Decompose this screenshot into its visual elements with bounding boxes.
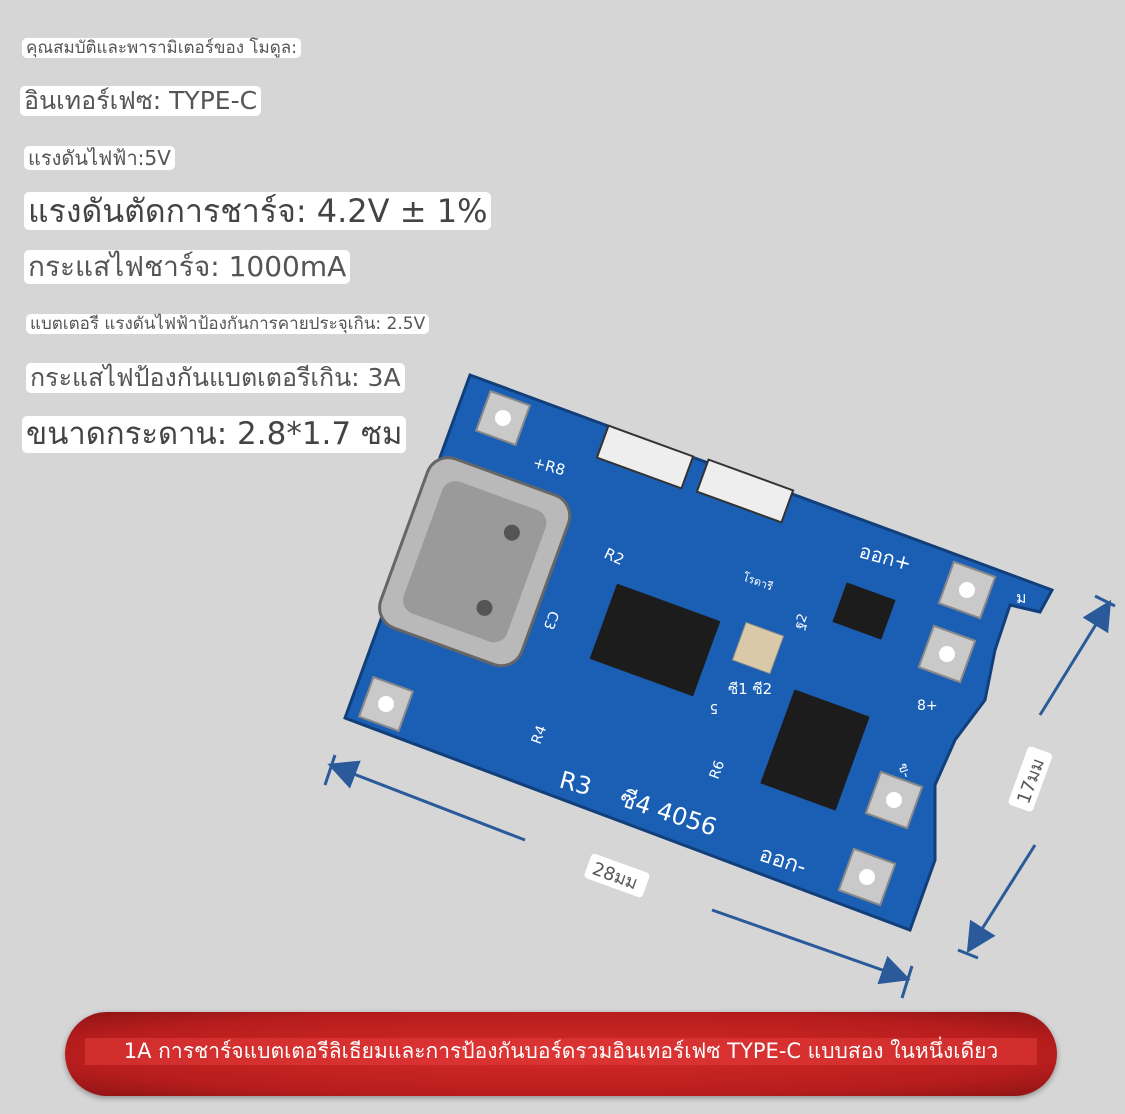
ic-tp4056	[589, 583, 721, 697]
title-banner: 1A การชาร์จแบตเตอรีลิเธียมและการป้องกันบ…	[65, 1012, 1057, 1096]
spec-heading: คุณสมบัติและพารามิเตอร์ของ โมดูล:	[22, 38, 301, 59]
usb-c-connector	[378, 456, 572, 668]
dimension-height-label: 17มม	[1008, 746, 1053, 812]
label-b-plus: 8+	[917, 698, 938, 714]
spec-voltage: แรงดันไฟฟ้า:5V	[24, 146, 175, 170]
label-c1c2: ซี1 ซี2	[728, 680, 772, 698]
spec-overdischarge: แบตเตอรี แรงดันไฟฟ้าป้องกันการคายประจุเก…	[26, 314, 430, 335]
label-q2: ฐ2	[792, 612, 811, 632]
spec-board-size: ขนาดกระดาน: 2.8*1.7 ซม	[22, 416, 407, 454]
label-r6: R6	[707, 758, 728, 781]
label-c3: C3	[540, 609, 561, 632]
label-b-minus: ข-	[894, 761, 914, 780]
label-five: 5	[710, 700, 718, 715]
dimension-width-label: 28มม	[584, 853, 650, 898]
banner-text: 1A การชาร์จแบตเตอรีลิเธียมและการป้องกันบ…	[85, 1038, 1037, 1066]
spec-cutoff: แรงดันตัดการชาร์จ: 4.2V ± 1%	[24, 192, 492, 231]
dimension-arrows	[323, 594, 1116, 999]
spec-charge-current: กระแสไฟชาร์จ: 1000mA	[24, 250, 351, 284]
ic-protection	[760, 689, 870, 811]
label-r4: R4	[529, 723, 550, 746]
spec-overcurrent: กระแสไฟป้องกันแบตเตอรีเกิน: 3A	[26, 363, 405, 393]
label-m: ม	[1016, 588, 1027, 607]
spec-interface: อินเทอร์เฟซ: TYPE-C	[20, 86, 262, 116]
